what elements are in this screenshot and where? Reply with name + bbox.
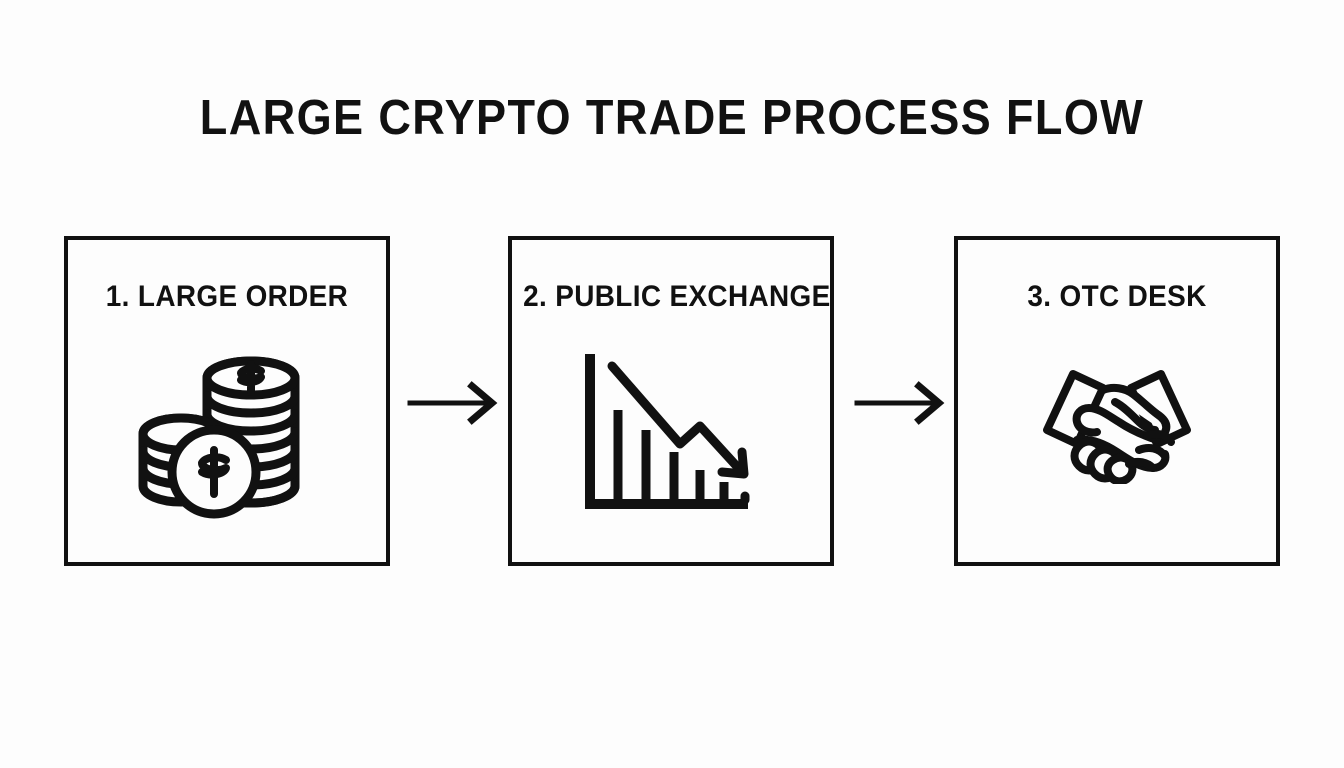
declining-bar-chart-icon: [582, 350, 760, 516]
arrow-step2-to-step3: [851, 378, 947, 426]
step-label-3: 3. OTC DESK: [1027, 280, 1207, 313]
step-box-public-exchange[interactable]: 2. PUBLIC EXCHANGE: [508, 236, 834, 566]
step-label-1: 1. LARGE ORDER: [105, 280, 349, 313]
arrow-step1-to-step2: [404, 378, 500, 426]
page-title: LARGE CRYPTO TRADE PROCESS FLOW: [199, 91, 1145, 145]
coin-stacks-icon: [129, 350, 325, 522]
step-label-2: 2. PUBLIC EXCHANGE: [523, 280, 831, 313]
step-box-otc-desk[interactable]: 3. OTC DESK: [954, 236, 1280, 566]
handshake-icon: [1019, 368, 1215, 484]
step-box-large-order[interactable]: 1. LARGE ORDER: [64, 236, 390, 566]
